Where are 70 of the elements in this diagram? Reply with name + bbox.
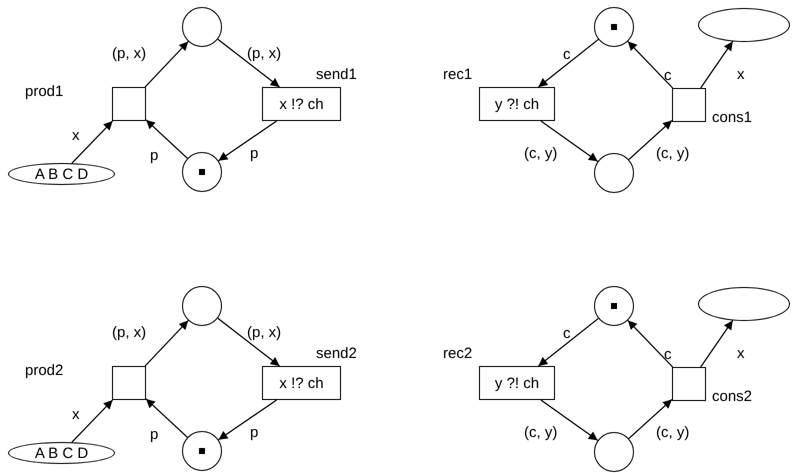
place-circle (594, 7, 634, 47)
arc-arrow (217, 38, 280, 88)
arc-inscription: (p, x) (247, 325, 282, 342)
transition-square (112, 87, 146, 121)
arc-inscription: (c, y) (656, 425, 690, 442)
node-label: y ?! ch (494, 96, 540, 112)
arc-inscription: (c, y) (656, 146, 690, 162)
arc-arrow (627, 41, 674, 88)
arc-inscription: c (664, 68, 672, 84)
place-circle (182, 431, 222, 471)
arc-arrow (144, 320, 189, 366)
transition-name: cons2 (712, 389, 752, 406)
node-label: y ?! ch (494, 376, 540, 390)
transition-box (262, 87, 341, 121)
transition-square (672, 367, 706, 401)
transition-name: rec1 (443, 67, 472, 84)
arc-arrow (217, 318, 280, 366)
place-circle (182, 7, 222, 47)
arc-arrow (146, 398, 188, 438)
node-label: A B C D (34, 446, 88, 460)
arc-inscription: (p, x) (112, 325, 146, 342)
arc-inscription: x (737, 346, 744, 362)
transition-name: send2 (316, 346, 357, 362)
arc-arrow (144, 41, 189, 88)
arc-arrow (71, 120, 114, 164)
arc-inscription: c (664, 347, 672, 364)
arc-inscription: p (150, 427, 158, 444)
place-circle (594, 432, 634, 472)
place-circle (594, 153, 634, 193)
transition-box (262, 366, 341, 400)
arc-arrow (540, 120, 598, 162)
arc-inscription: x (737, 67, 744, 84)
arc-inscription: (p, x) (247, 46, 282, 62)
arc-inscription: c (563, 326, 570, 342)
transition-name: prod1 (25, 84, 64, 100)
arc-arrow (538, 38, 599, 88)
transition-name: send1 (316, 67, 357, 84)
arc-arrow (218, 120, 277, 162)
arc-arrow (538, 318, 599, 366)
place-circle (182, 152, 222, 192)
arc-arrow (146, 119, 188, 159)
place-circle (594, 286, 634, 326)
arc-arrow (628, 120, 672, 160)
arc-arrow (628, 398, 672, 439)
transition-box (479, 87, 555, 121)
arc-arrow (71, 400, 114, 443)
arc-inscription: p (250, 425, 258, 442)
arc-inscription: x (72, 407, 80, 424)
arc-inscription: (p, x) (112, 46, 146, 62)
transition-name: rec2 (443, 346, 472, 362)
arc-inscription: (c, y) (524, 146, 558, 162)
transition-name: cons1 (712, 110, 752, 126)
arc-inscription: x (72, 128, 80, 144)
node-label: x !? ch (279, 96, 324, 112)
place-circle (182, 286, 222, 326)
node-label: A B C D (34, 166, 88, 182)
arc-inscription: (c, y) (524, 425, 558, 442)
arc-inscription: c (563, 47, 570, 64)
transition-name: prod2 (25, 363, 64, 380)
arc-arrow (627, 320, 674, 368)
arc-arrow (700, 41, 734, 88)
arc-arrow (700, 320, 734, 368)
node-label: x !? ch (279, 376, 324, 390)
transition-box (479, 366, 555, 400)
arc-inscription: p (150, 148, 158, 164)
arc-inscription: p (250, 146, 258, 162)
transition-square (112, 366, 146, 400)
transition-square (672, 88, 706, 122)
arc-arrow (540, 400, 598, 441)
arc-arrow (218, 400, 277, 440)
